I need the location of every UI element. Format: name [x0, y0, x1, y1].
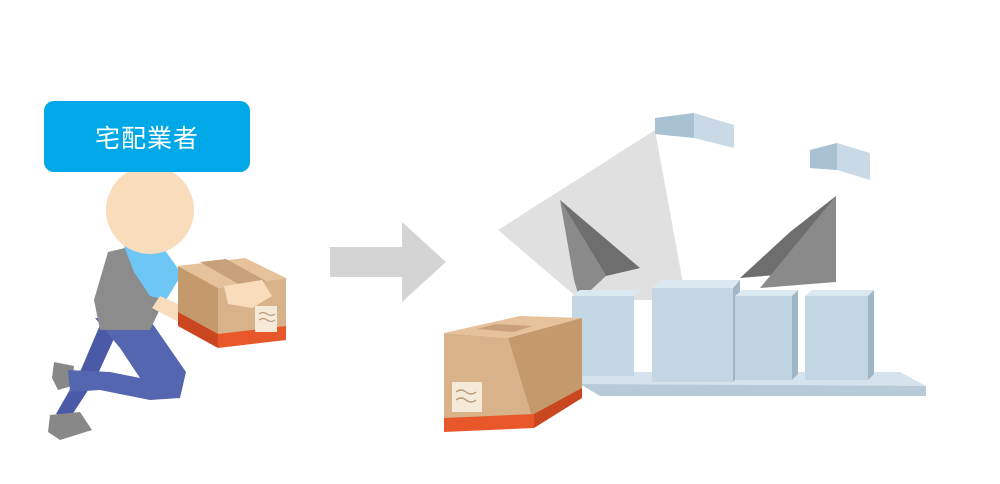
left-flap [560, 200, 640, 276]
courier-head [106, 166, 194, 254]
courier-label-badge: 宅配業者 [44, 101, 250, 172]
courier-front-leg [68, 318, 186, 400]
courier-shirt [124, 238, 182, 300]
held-package-icon [178, 258, 286, 348]
locker-compartments [572, 280, 874, 382]
courier-person-icon [48, 166, 200, 440]
courier-shoe-back [48, 412, 92, 440]
right-arrow-icon [330, 222, 446, 302]
courier-shoe-front [52, 362, 74, 390]
light-beam [498, 130, 686, 300]
cardboard-box-icon [444, 316, 582, 432]
delivery-locker-icon [444, 113, 926, 432]
